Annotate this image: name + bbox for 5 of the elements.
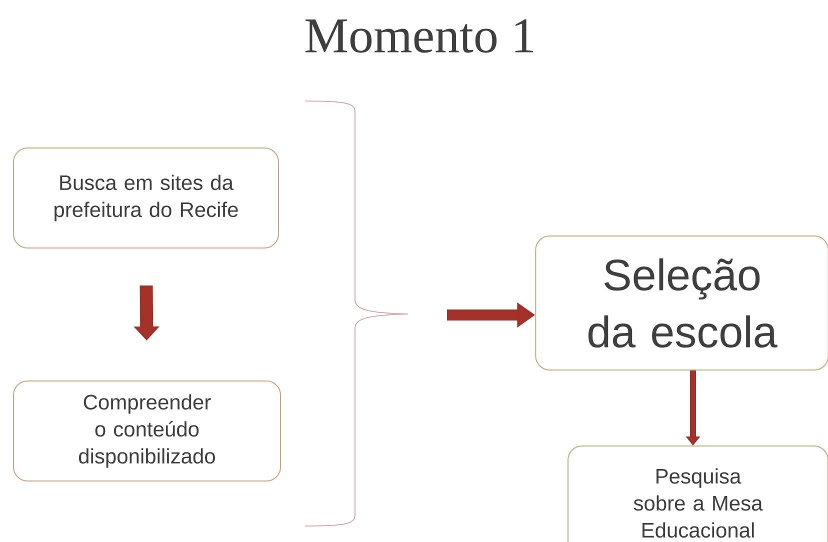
process-box: Busca em sites da prefeitura do Recife bbox=[13, 148, 279, 248]
title: Momento 1 bbox=[305, 19, 533, 53]
process-box: Compreender o conteúdo disponibilizado bbox=[13, 380, 281, 482]
process-box: Seleção da escola bbox=[535, 236, 828, 370]
process-box: Pesquisa sobre a Mesa Educacional bbox=[568, 446, 828, 542]
